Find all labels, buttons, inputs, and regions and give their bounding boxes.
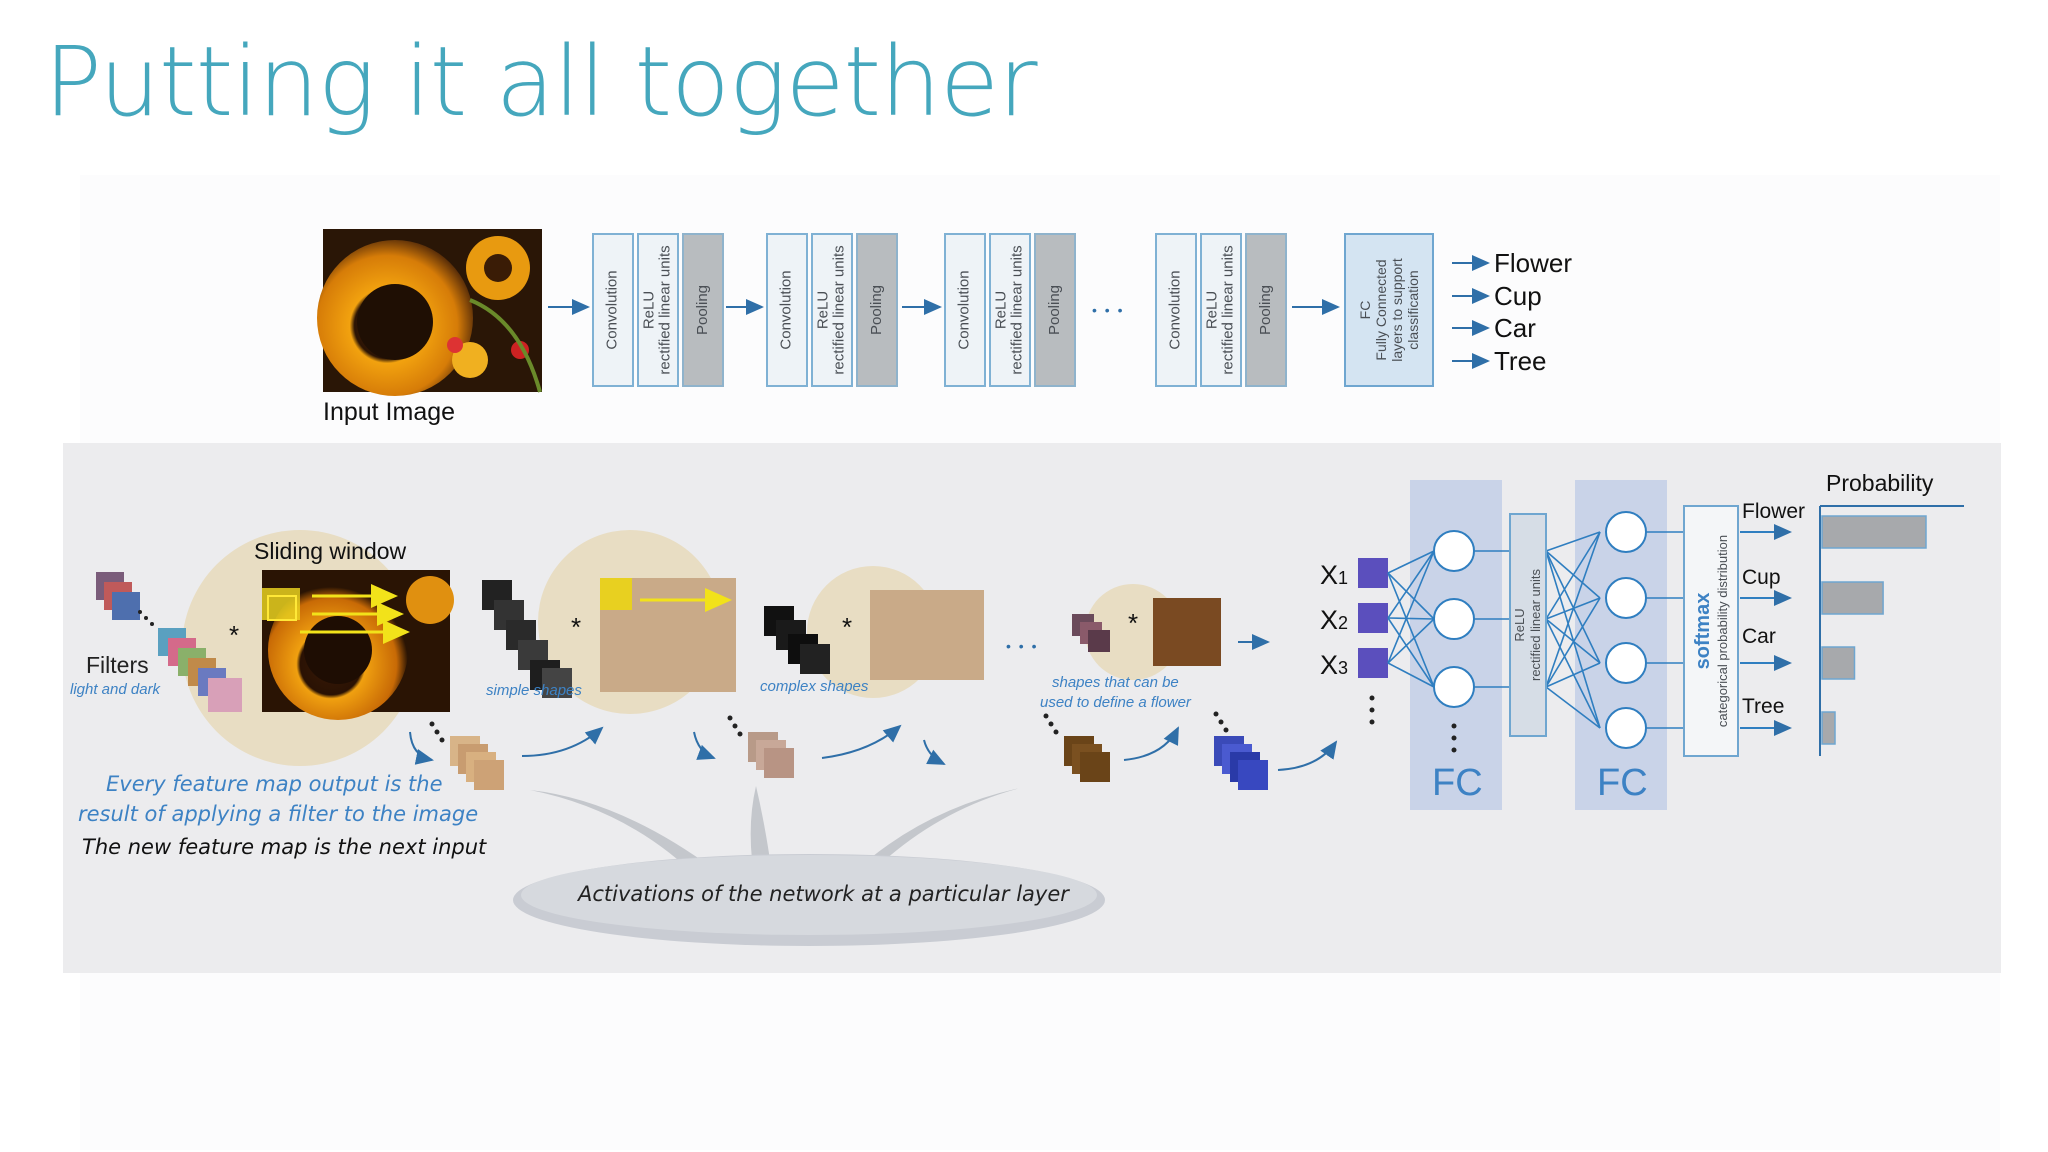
input-x3: X3 <box>1320 650 1349 680</box>
flower-shapes-label-1: shapes that can be <box>1052 674 1179 691</box>
pooling-layer-2: Pooling <box>856 233 898 387</box>
output-arrows <box>1740 524 1792 736</box>
feature-grid-1 <box>600 578 736 692</box>
relu-box: ReLU rectified linear units <box>1512 569 1543 681</box>
network-connections <box>1387 531 1684 729</box>
detail-ellipsis: • • • <box>1006 638 1039 654</box>
output-label-flower: Flower <box>1742 500 1806 523</box>
feature-map-tan-1 <box>450 736 504 790</box>
sliding-window-label: Sliding window <box>254 538 407 564</box>
convolution-star: * <box>1128 608 1139 638</box>
softmax-label: softmax <box>1692 592 1714 670</box>
feature-map-brown <box>1064 736 1110 782</box>
conv-layer-3: Convolution <box>944 233 986 387</box>
stack-dots <box>429 711 1229 743</box>
fc-panel-1 <box>1410 480 1502 810</box>
caption-line-3: The new feature map is the next input <box>82 835 487 859</box>
filters-label: Filters <box>86 652 149 678</box>
probability-bars <box>1821 515 1927 745</box>
flower-shapes-label-2: used to define a flower <box>1040 694 1191 711</box>
slide-title: Putting it all together <box>44 26 1038 138</box>
fc-label-2: FC <box>1597 762 1648 804</box>
fully-connected-box: FC Fully Connected layers to support cla… <box>1344 233 1434 387</box>
curved-arrows <box>409 634 1338 771</box>
pipeline-ellipsis: • • • <box>1092 302 1125 318</box>
input-square <box>1358 648 1388 678</box>
output-label-cup: Cup <box>1742 566 1781 589</box>
class-label-flower: Flower <box>1494 248 1573 278</box>
relu-box-shape <box>1509 513 1547 737</box>
filters-sublabel: light and dark <box>70 681 161 698</box>
complex-shapes-label: complex shapes <box>760 678 869 695</box>
flower-shapes-stack <box>1072 614 1110 652</box>
class-label-tree: Tree <box>1494 346 1547 376</box>
convolution-star: * <box>571 612 582 642</box>
convolution-star: * <box>229 620 240 650</box>
relu-layer-3: ReLU rectified linear units <box>989 233 1031 387</box>
softmax-box-shape <box>1683 505 1739 757</box>
probability-title: Probability <box>1826 470 1934 496</box>
pooling-layer-1: Pooling <box>682 233 724 387</box>
input-x1: X1 <box>1320 560 1349 590</box>
class-label-car: Car <box>1494 313 1536 343</box>
conv-layer-2: Convolution <box>766 233 808 387</box>
conv-layer-4: Convolution <box>1155 233 1197 387</box>
probability-bar-flower <box>1821 515 1927 549</box>
conv-layer-1: Convolution <box>592 233 634 387</box>
sliding-window-image <box>262 570 454 720</box>
softmax-box: softmax categorical probability distribu… <box>1684 506 1738 756</box>
output-label-car: Car <box>1742 625 1776 648</box>
relu-layer-4: ReLU rectified linear units <box>1200 233 1242 387</box>
input-image <box>317 229 542 396</box>
relu-layer-1: ReLU rectified linear units <box>637 233 679 387</box>
probability-bar-cup <box>1821 581 1884 615</box>
neurons <box>1433 511 1647 749</box>
input-image-label: Input Image <box>323 398 456 426</box>
feature-grid-2 <box>870 590 984 680</box>
caption-line-2: result of applying a filter to the image <box>78 802 479 826</box>
softmax-sublabel: categorical probability distribution <box>1715 534 1730 728</box>
fc-label-1: FC <box>1432 762 1483 804</box>
input-x2: X2 <box>1320 605 1349 635</box>
pooling-layer-4: Pooling <box>1245 233 1287 387</box>
probability-bar-car <box>1821 646 1856 680</box>
caption-line-1: Every feature map output is the <box>106 772 443 796</box>
feature-grid-3 <box>1153 598 1221 666</box>
convolution-star: * <box>842 612 853 642</box>
neuron-ellipsis <box>1369 695 1457 753</box>
relu-layer-2: ReLU rectified linear units <box>811 233 853 387</box>
simple-shapes-stack <box>482 580 572 698</box>
input-square <box>1358 558 1388 588</box>
input-square <box>1358 603 1388 633</box>
probability-bar-tree <box>1821 711 1836 745</box>
activations-label: Activations of the network at a particul… <box>578 882 1069 906</box>
filter-stack <box>96 572 242 712</box>
simple-shapes-label: simple shapes <box>486 682 582 699</box>
pooling-layer-3: Pooling <box>1034 233 1076 387</box>
feature-map-tan-2 <box>748 732 794 778</box>
output-label-tree: Tree <box>1742 695 1785 718</box>
complex-shapes-stack <box>764 606 830 674</box>
class-label-cup: Cup <box>1494 281 1542 311</box>
feature-map-blue <box>1214 736 1268 790</box>
